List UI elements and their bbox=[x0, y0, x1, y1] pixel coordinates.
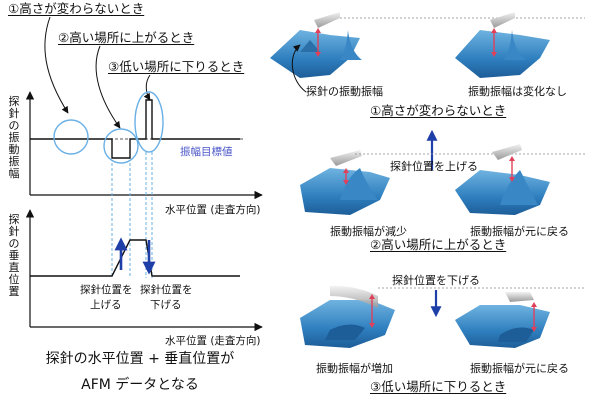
panel-s1-right bbox=[455, 12, 550, 78]
increased-label: 振動振幅が増加 bbox=[316, 362, 393, 375]
restored-label-2: 振動振幅が元に戻る bbox=[470, 225, 569, 238]
scenario3-title: ③低い場所に下りるとき bbox=[370, 379, 507, 394]
summary-line-2: AFM データとなる bbox=[81, 377, 199, 393]
highlight-circle-3 bbox=[134, 91, 164, 153]
panel-s3-right bbox=[455, 292, 550, 348]
lower-probe-label-2: 下げる bbox=[150, 299, 182, 311]
target-amplitude-label: 振幅目標値 bbox=[180, 146, 233, 158]
top-y-label: 探針の振動振幅 bbox=[8, 95, 20, 180]
lower-probe-label: 探針位置を下げる bbox=[392, 274, 480, 287]
heading-height-unchanged: ①高さが変わらないとき bbox=[8, 1, 145, 16]
connector-1 bbox=[44, 16, 69, 114]
heading-connectors bbox=[44, 16, 151, 129]
connector-3 bbox=[143, 74, 151, 101]
height-trace bbox=[30, 239, 240, 277]
panel-s2-left bbox=[300, 150, 585, 215]
bottom-x-label: 水平位置 (走査方向) bbox=[165, 335, 261, 347]
guide-lines bbox=[111, 152, 153, 278]
no-change-label: 振動振幅は変化なし bbox=[468, 85, 567, 98]
top-x-label: 水平位置 (走査方向) bbox=[165, 204, 261, 216]
panel-s2-right bbox=[455, 144, 550, 215]
scenario1-title: ①高さが変わらないとき bbox=[370, 103, 507, 118]
summary-line-1: 探針の水平位置 + 垂直位置が bbox=[45, 351, 235, 367]
probe-amplitude-label: 探針の振動振幅 bbox=[306, 85, 383, 98]
probe-pointer bbox=[291, 44, 307, 93]
raise-probe-label-2: 上げる bbox=[90, 299, 122, 311]
heading-rising: ②高い場所に上がるとき bbox=[58, 30, 195, 45]
raise-probe-label: 探針位置を上げる bbox=[390, 160, 478, 173]
raise-probe-label-1: 探針位置を bbox=[80, 284, 133, 296]
lower-probe-label-1: 探針位置を bbox=[140, 284, 193, 296]
reduced-label: 振動振幅が減少 bbox=[330, 225, 407, 238]
scenario2-title: ②高い場所に上がるとき bbox=[370, 237, 507, 252]
highlight-circle-1 bbox=[53, 119, 89, 155]
connector-2 bbox=[95, 45, 121, 129]
heading-falling: ③低い場所に下りるとき bbox=[108, 59, 245, 74]
bottom-y-label: 探針の垂直位置 bbox=[8, 213, 20, 298]
restored-label-3: 振動振幅が元に戻る bbox=[470, 362, 569, 375]
panel-s3-left bbox=[300, 285, 585, 348]
highlight-circle-2 bbox=[103, 128, 139, 164]
